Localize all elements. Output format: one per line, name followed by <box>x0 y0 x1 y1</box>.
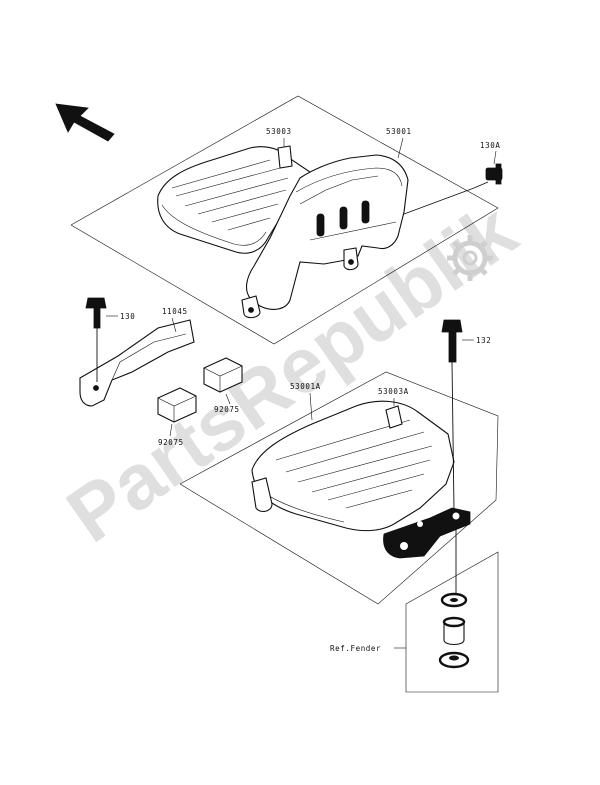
label-132: 132 <box>476 336 491 345</box>
bolt-130A <box>403 163 503 215</box>
fender-grommets <box>438 592 470 669</box>
label-130: 130 <box>120 312 135 321</box>
label-130A: 130A <box>480 141 500 150</box>
arrow-up-left-icon <box>55 103 115 142</box>
pad-92075-right: 92075 <box>203 357 243 414</box>
label-53001: 53001 <box>386 127 412 136</box>
lower-seat-outline <box>179 371 499 605</box>
gear-icon <box>447 235 493 281</box>
upper-labels: 53003 53001 130A <box>266 127 500 165</box>
label-ref-fender: Ref.Fender <box>330 644 381 653</box>
lower-seat-53001A <box>251 400 471 559</box>
upper-seat-53001 <box>157 145 409 319</box>
label-11045: 11045 <box>162 307 188 316</box>
ref-fender-outline <box>405 551 499 693</box>
label-92075-right: 92075 <box>214 405 240 414</box>
bolt-130: 130 <box>85 297 135 382</box>
label-53003A: 53003A <box>378 387 409 396</box>
label-53003: 53003 <box>266 127 292 136</box>
pad-92075-left: 92075 <box>157 387 197 447</box>
upper-seat-outline <box>70 95 499 345</box>
label-92075-left: 92075 <box>158 438 184 447</box>
bracket-11045 <box>79 319 195 407</box>
lower-labels: 53001A 53003A <box>290 382 409 421</box>
label-53001A: 53001A <box>290 382 321 391</box>
bolt-132: 132 <box>441 319 491 594</box>
